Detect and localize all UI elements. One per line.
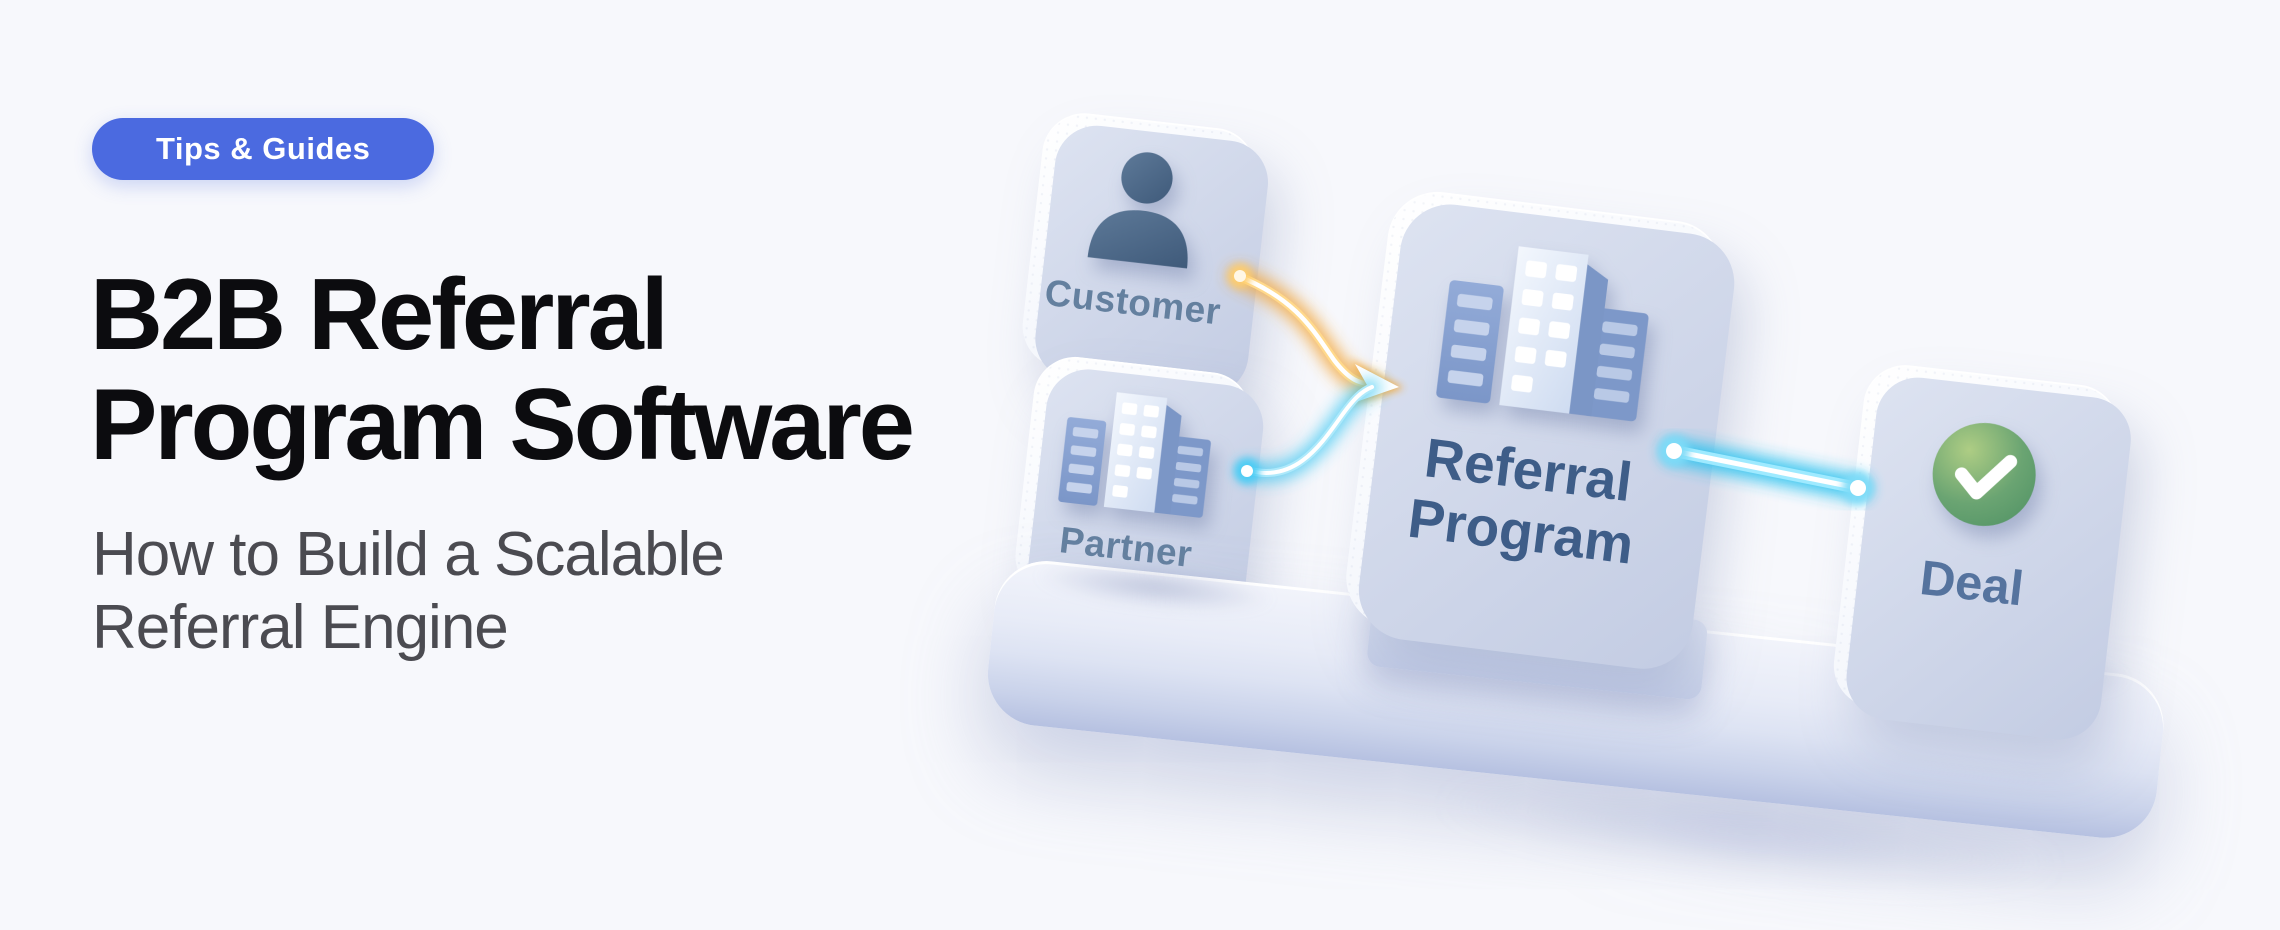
page-subtitle-line2: Referral Engine — [92, 593, 509, 662]
person-icon — [1087, 152, 1188, 269]
buildings-icon — [1436, 246, 1649, 422]
category-badge-label: Tips & Guides — [156, 131, 371, 166]
page-subtitle-line1: How to Build a Scalable — [92, 520, 725, 589]
category-badge[interactable]: Tips & Guides — [92, 118, 435, 180]
page-title-line1: B2B Referral — [90, 259, 669, 371]
node-deal: Deal — [1829, 360, 2123, 732]
node-label-deal: Deal — [1917, 551, 2027, 617]
check-circle-icon — [1932, 422, 2036, 526]
buildings-icon — [1058, 392, 1211, 518]
node-label-referral-program: Referral Program — [1404, 426, 1637, 576]
node-partner: Partner — [1011, 352, 1255, 618]
node-label-customer: Customer — [1042, 271, 1223, 333]
node-customer: Customer — [1018, 108, 1260, 388]
page-title-line2: Program Software — [90, 369, 915, 481]
node-referral-program: Referral Program — [1340, 186, 1728, 662]
